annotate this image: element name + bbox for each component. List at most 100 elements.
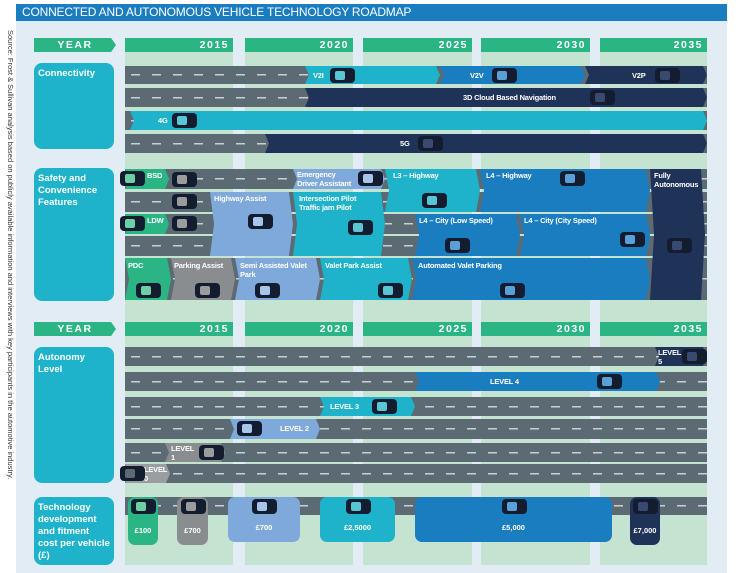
car-icon (195, 283, 220, 298)
year-label: YEAR (34, 322, 116, 336)
car-icon (667, 238, 692, 253)
car-icon (560, 171, 585, 186)
car-icon (422, 193, 447, 208)
car-icon (500, 283, 525, 298)
segment-label: L4 – City (Low Speed) (419, 216, 493, 225)
year-2015: 2015 (125, 322, 233, 336)
car-icon (172, 216, 197, 231)
car-icon (120, 171, 145, 186)
car-icon (136, 283, 161, 298)
roadmap-segment: PDC (125, 258, 171, 300)
car-icon (590, 90, 615, 105)
cost-value: £700 (255, 523, 273, 532)
roadmap-segment: V2P (585, 66, 707, 84)
cost-value: £700 (184, 526, 201, 535)
page-title: CONNECTED AND AUTONOMOUS VEHICLE TECHNOL… (16, 4, 727, 21)
segment-label: Emergency Driver Assistant (297, 170, 352, 188)
car-icon (682, 349, 707, 364)
road-lane (125, 464, 707, 483)
segment-label: LEVEL 2 (280, 424, 309, 433)
segment-label: 4G (158, 116, 168, 125)
road-lane (125, 347, 707, 366)
car-icon (348, 220, 373, 235)
segment-label: 5G (400, 139, 410, 148)
segment-label: LEVEL 3 (330, 402, 359, 411)
segment-label: 3D Cloud Based Navigation (463, 93, 556, 102)
car-icon (330, 68, 355, 83)
segment-label: LEVEL 1 (171, 444, 195, 462)
car-icon (501, 499, 527, 514)
car-icon (172, 172, 197, 187)
autonomy-label: Autonomy Level (34, 347, 114, 483)
year-2035: 2035 (600, 322, 707, 336)
segment-label: Intersection Pilot Traffic jam Pilot (299, 194, 357, 212)
roadmap-segment: LEVEL 4 (415, 372, 660, 391)
segment-label: LDW (147, 216, 164, 225)
segment-label: V2V (470, 71, 484, 80)
car-icon (492, 68, 517, 83)
segment-label: PDC (128, 261, 144, 270)
car-icon (172, 113, 197, 128)
roadmap-segment: 4G (130, 111, 707, 130)
roadmap-segment: V2I (305, 66, 440, 84)
car-icon (445, 238, 470, 253)
car-icon (597, 374, 622, 389)
car-icon (120, 466, 145, 481)
segment-label: V2I (313, 71, 324, 80)
roadmap-segment: 3D Cloud Based Navigation (305, 88, 707, 107)
car-icon (633, 499, 658, 514)
segment-label: Automated Valet Parking (418, 261, 502, 270)
car-icon (378, 283, 403, 298)
segment-label: LEVEL 4 (490, 377, 519, 386)
roadmap-segment: 5G (265, 134, 707, 153)
car-icon (199, 445, 224, 460)
segment-label: LEVEL 5 (658, 348, 682, 366)
segment-label: Highway Assist (214, 194, 267, 203)
roadmap-segment: LEVEL 3 (320, 397, 415, 416)
safety-label: Safety and Convenience Features (34, 168, 114, 301)
car-icon (172, 194, 197, 209)
car-icon (237, 421, 262, 436)
year-2030: 2030 (481, 38, 590, 52)
year-2025: 2025 (363, 38, 472, 52)
year-2025: 2025 (363, 322, 472, 336)
roadmap-segment: Fully Autonomous (650, 169, 705, 300)
segment-label: Valet Park Assist (325, 261, 382, 270)
year-2020: 2020 (245, 322, 353, 336)
segment-label: BSD (147, 171, 163, 180)
car-icon (180, 499, 206, 514)
car-icon (358, 171, 383, 186)
car-icon (655, 68, 680, 83)
year-label: YEAR (34, 38, 116, 52)
cost-value: £2,5000 (343, 523, 372, 532)
car-icon (372, 399, 397, 414)
year-2030: 2030 (481, 322, 590, 336)
segment-label: Semi Assisted Valet Park (240, 261, 307, 279)
cost-value: £5,000 (502, 523, 525, 532)
car-icon (252, 499, 277, 514)
car-icon (248, 214, 273, 229)
segment-label: L4 – Highway (486, 171, 532, 180)
cost-value: £7,000 (633, 526, 657, 535)
year-2020: 2020 (245, 38, 353, 52)
cost-value: £100 (134, 526, 152, 535)
car-icon (620, 232, 645, 247)
car-icon (131, 499, 156, 514)
source-note: Source: Frost & Sullivan analysis based … (6, 30, 15, 480)
road-lane (125, 397, 707, 416)
segment-label: Fully Autonomous (654, 171, 699, 189)
segment-label: Parking Assist (174, 261, 224, 270)
segment-label: L4 – City (City Speed) (524, 216, 597, 225)
car-icon (345, 499, 371, 514)
car-icon (120, 216, 145, 231)
year-2035: 2035 (600, 38, 707, 52)
segment-label: LEVEL 0 (144, 465, 168, 483)
segment-label: V2P (632, 71, 646, 80)
road-lane (125, 443, 707, 462)
segment-label: L3 – Highway (393, 171, 439, 180)
cost-label: Technology development and fitment cost … (34, 497, 114, 565)
car-icon (255, 283, 280, 298)
year-2015: 2015 (125, 38, 233, 52)
connectivity-label: Connectivity (34, 63, 114, 149)
roadmap-segment: Automated Valet Parking (412, 258, 650, 300)
